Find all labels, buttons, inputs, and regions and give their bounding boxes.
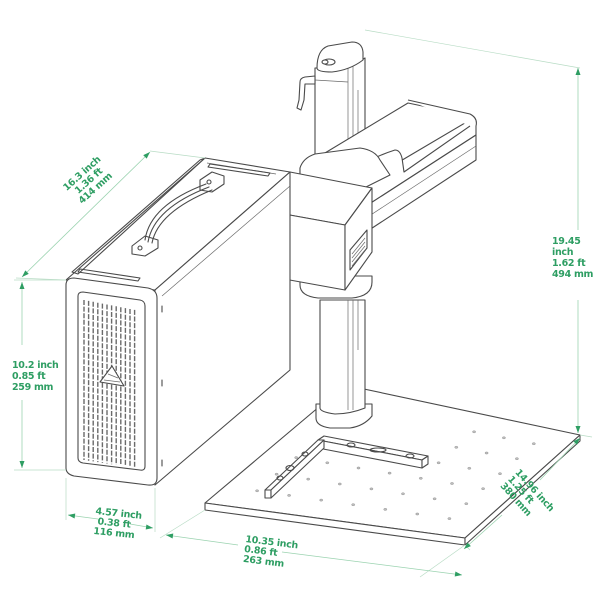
dimension-arrowhead — [573, 438, 580, 445]
mounting-hole — [337, 482, 342, 486]
dimension-arrowhead — [22, 270, 29, 277]
mounting-hole — [356, 466, 361, 470]
mounting-hole — [306, 477, 311, 481]
vent-grille — [83, 300, 136, 468]
carry-handle-base-rear — [199, 171, 225, 193]
dimension-arrowhead — [575, 426, 581, 433]
dimension-line-base-depth — [463, 514, 503, 550]
mounting-holes — [255, 430, 536, 520]
total-height-ft: 1.62 ft — [552, 258, 586, 269]
mounting-hole — [450, 482, 454, 485]
mounting-hole — [454, 445, 459, 449]
dimension-arrowhead — [166, 533, 174, 539]
dimension-arrowhead — [19, 461, 25, 468]
mounting-hole — [432, 497, 437, 501]
mounting-hole — [383, 508, 388, 511]
label-cabinet-width: 4.57 inch 0.38 ft 116 mm — [93, 506, 142, 542]
mounting-hole — [294, 456, 299, 459]
cabinet-height-inch: 10.2 inch — [12, 360, 59, 371]
mounting-hole — [351, 503, 356, 507]
mounting-hole — [319, 498, 324, 502]
dimension-arrowhead — [143, 152, 150, 159]
dimension-arrowhead — [464, 542, 471, 549]
column-lower — [299, 275, 373, 429]
height-adjust-handle — [296, 75, 316, 111]
mounting-hole — [287, 494, 291, 497]
l-fixture-guide — [264, 435, 429, 499]
dimension-line-cabinet-length — [21, 151, 151, 278]
mounting-hole — [325, 461, 330, 465]
mounting-hole — [447, 517, 452, 520]
mounting-hole — [464, 502, 469, 506]
carry-handle-base-front — [131, 235, 159, 257]
mounting-hole — [436, 461, 441, 465]
dimension-arrowhead — [68, 513, 76, 519]
total-height-inch: 19.45 inch — [552, 236, 581, 258]
mounting-hole — [369, 487, 374, 491]
mounting-hole — [498, 472, 502, 476]
mounting-hole — [472, 430, 476, 434]
dimension-arrows — [19, 68, 581, 577]
mounting-hole — [418, 476, 423, 480]
label-base-width: 10.35 inch 0.86 ft 263 mm — [242, 534, 298, 571]
dimension-arrowhead — [145, 524, 153, 530]
column-upper — [296, 41, 366, 161]
mounting-hole — [401, 492, 405, 496]
mounting-hole — [274, 472, 279, 476]
mounting-hole — [502, 436, 506, 440]
carry-handle-grip — [144, 183, 207, 241]
cabinet-height-ft: 0.85 ft — [12, 371, 46, 382]
dimension-arrowhead — [454, 571, 462, 577]
galvo-head-side — [344, 187, 373, 291]
mounting-hole — [387, 471, 392, 475]
control-cabinet — [65, 157, 291, 486]
mounting-hole — [484, 451, 489, 455]
dimension-line-base-width — [165, 534, 239, 546]
base-plate — [204, 384, 581, 546]
base-plate-side-edge — [464, 434, 581, 546]
label-cabinet-height: 10.2 inch 0.85 ft 259 mm — [12, 360, 59, 393]
dimension-arrowhead — [19, 282, 25, 289]
dimension-arrowhead — [575, 68, 581, 75]
dimension-lines — [14, 29, 593, 578]
brand-logo-triangle — [99, 365, 125, 387]
mounting-hole — [481, 487, 485, 491]
mounting-hole — [467, 466, 472, 470]
label-total-height: 19.45 inch 1.62 ft 494 mm — [552, 236, 600, 280]
mounting-hole — [515, 457, 519, 461]
mounting-hole — [255, 489, 259, 493]
cabinet-height-mm: 259 mm — [12, 382, 54, 393]
total-height-mm: 494 mm — [552, 269, 594, 280]
mounting-hole — [532, 442, 536, 446]
mounting-hole — [415, 512, 420, 516]
